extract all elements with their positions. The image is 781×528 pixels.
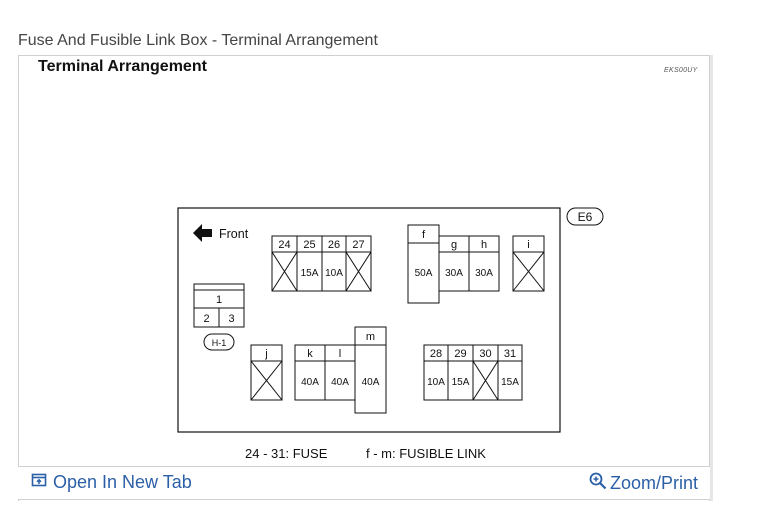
diagram-frame <box>18 55 710 501</box>
link-m-rating: 40A <box>362 377 380 388</box>
fuse-29-label: 29 <box>454 348 466 360</box>
connector-h1-label: H-1 <box>212 338 227 348</box>
connector-e6-tag <box>566 207 604 226</box>
reference-code: EKS00UY <box>664 67 698 74</box>
relay-block: 1 2 3 <box>193 283 245 328</box>
fuse-box-outline <box>177 207 561 433</box>
open-in-new-tab-label: Open In New Tab <box>53 472 192 492</box>
link-m-label: m <box>366 331 375 343</box>
link-i: i <box>512 235 545 292</box>
footer-bar: Open In New Tab Zoom/Print <box>18 466 710 500</box>
relay-pin-2: 2 <box>203 313 209 325</box>
link-f-label: f <box>422 229 426 241</box>
fuse-25-label: 25 <box>303 239 315 251</box>
zoom-print-label: Zoom/Print <box>610 473 699 493</box>
fuse-25-rating: 15A <box>301 268 319 279</box>
fuse-26-rating: 10A <box>325 268 343 279</box>
link-j-label: j <box>264 348 267 360</box>
legend-fusible-link: f - m: FUSIBLE LINK <box>366 446 486 461</box>
link-h-rating: 30A <box>475 268 493 279</box>
link-group-fgh: f g h 50A 30A 30A <box>407 224 500 304</box>
fuse-group-bottom: 28 29 30 31 10A 15A 15A <box>423 344 523 401</box>
fuse-30-label: 30 <box>479 348 491 360</box>
link-i-label: i <box>527 239 529 251</box>
relay-pin-3: 3 <box>228 313 234 325</box>
zoom-print-link[interactable]: Zoom/Print <box>589 472 698 495</box>
front-arrow-icon <box>193 224 212 242</box>
link-l-rating: 40A <box>331 377 349 388</box>
fuse-28-rating: 10A <box>427 377 445 388</box>
legend-fuse: 24 - 31: FUSE <box>245 446 328 461</box>
connector-h1-tag <box>203 333 235 351</box>
zoom-in-icon <box>589 472 607 495</box>
link-l-label: l <box>339 348 341 360</box>
fuse-26-label: 26 <box>328 239 340 251</box>
page-title: Fuse And Fusible Link Box - Terminal Arr… <box>18 32 378 49</box>
front-label: Front <box>219 227 249 241</box>
link-g-rating: 30A <box>445 268 463 279</box>
frame-shadow <box>710 55 713 501</box>
fuse-24-label: 24 <box>278 239 290 251</box>
fuse-27-label: 27 <box>352 239 364 251</box>
fuse-group-top: 24 25 26 27 15A 10A <box>271 235 372 292</box>
fuse-31-rating: 15A <box>501 377 519 388</box>
link-k-label: k <box>307 348 313 360</box>
open-in-new-tab-link[interactable]: Open In New Tab <box>31 472 192 493</box>
open-tab-icon <box>31 472 47 493</box>
link-j: j <box>250 344 283 401</box>
diagram-title: Terminal Arrangement <box>38 58 207 75</box>
link-g-label: g <box>451 239 457 251</box>
link-f-rating: 50A <box>415 268 433 279</box>
link-h-label: h <box>481 239 487 251</box>
fuse-28-label: 28 <box>430 348 442 360</box>
connector-e6-label: E6 <box>578 210 593 224</box>
link-k-rating: 40A <box>301 377 319 388</box>
relay-pin-1: 1 <box>216 294 222 306</box>
link-group-klm: k l m 40A 40A 40A <box>294 326 387 414</box>
fuse-29-rating: 15A <box>452 377 470 388</box>
fuse-31-label: 31 <box>504 348 516 360</box>
